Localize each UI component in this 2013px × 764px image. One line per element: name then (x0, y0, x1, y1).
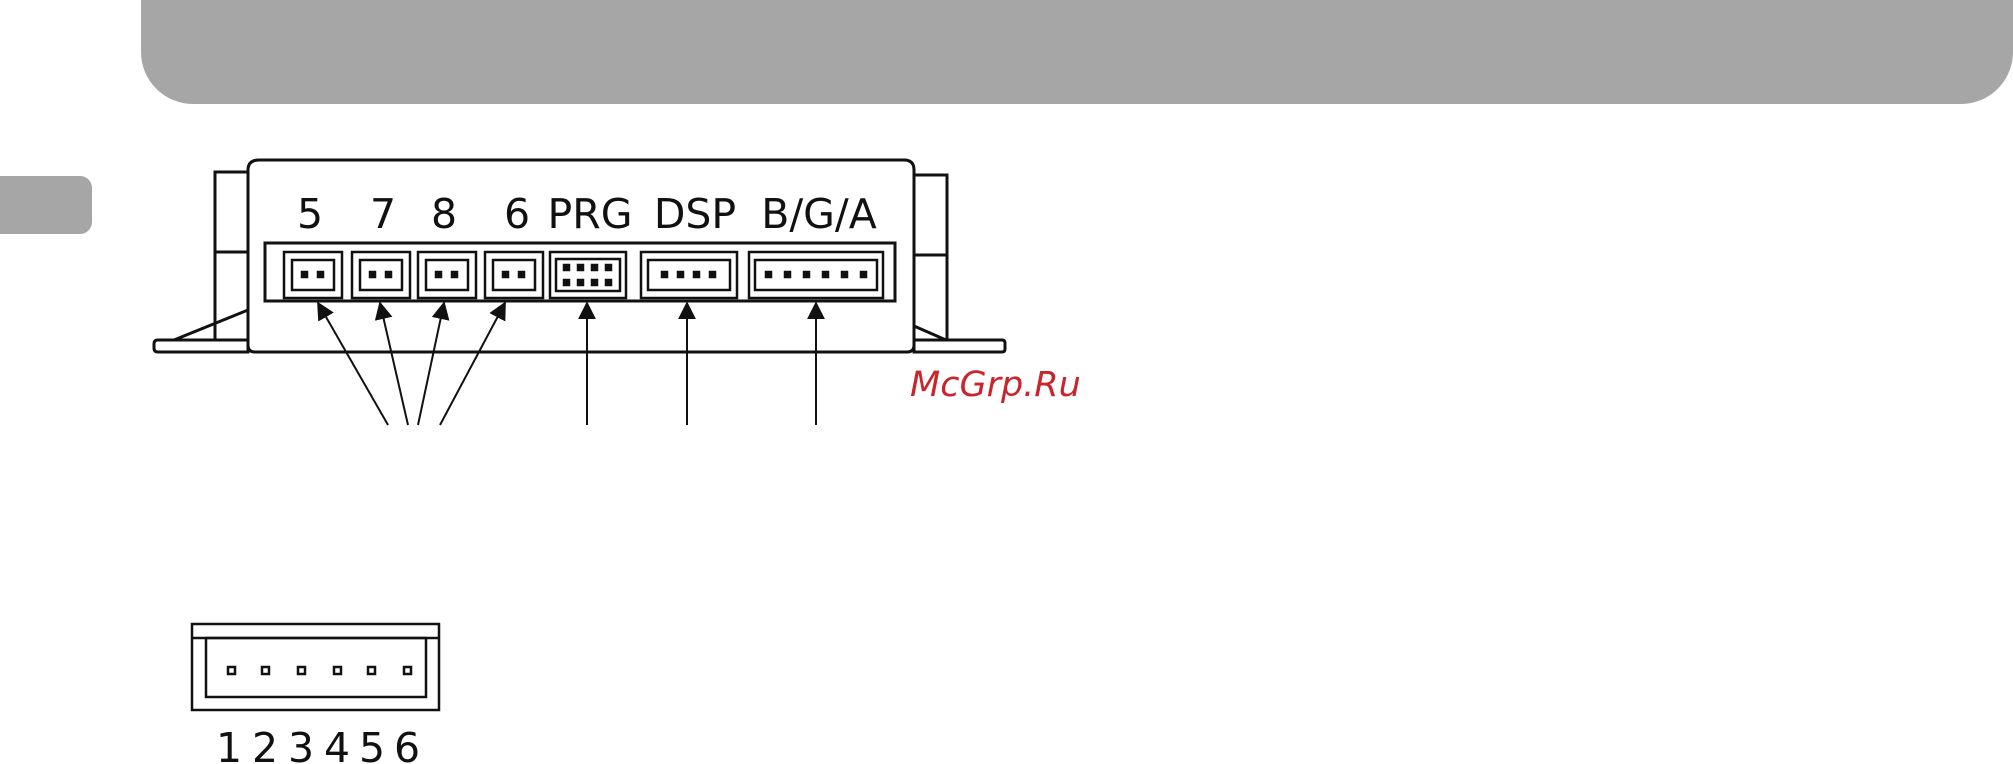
connector-port-prg (550, 252, 626, 298)
pin-number-3: 3 (288, 724, 314, 764)
pin-number-4: 4 (324, 724, 350, 764)
connector-port-8 (418, 252, 476, 298)
pin-number-1: 1 (216, 724, 242, 764)
pin-numbers: 1 2 3 4 5 6 (216, 724, 420, 764)
port-label-6: 6 (504, 190, 530, 238)
port-label-prg: PRG (548, 190, 633, 238)
connector-port-bga (749, 252, 883, 298)
arrow-port-7 (380, 303, 408, 425)
connector-port-6 (485, 252, 543, 298)
port-label-dsp: DSP (654, 190, 736, 238)
port-label-bga: B/G/A (761, 190, 877, 238)
port-label-5: 5 (297, 190, 323, 238)
connector-port-5 (284, 252, 342, 298)
pin-number-5: 5 (359, 724, 385, 764)
arrow-port-6 (440, 303, 505, 425)
pin-number-6: 6 (394, 724, 420, 764)
port-labels: 5 7 8 6 PRG DSP B/G/A (297, 190, 877, 238)
port-label-7: 7 (370, 190, 396, 238)
connector-row (284, 252, 883, 298)
device-housing (154, 160, 1005, 352)
watermark-text: McGrp.Ru (910, 365, 1081, 405)
port-label-8: 8 (431, 190, 457, 238)
arrow-port-8 (418, 303, 444, 425)
connector-port-dsp (641, 252, 737, 298)
connector-detail-6pin (192, 624, 439, 710)
connector-port-7 (352, 252, 410, 298)
pin-number-2: 2 (252, 724, 278, 764)
arrow-port-5 (318, 303, 388, 425)
leader-arrows (318, 303, 816, 425)
